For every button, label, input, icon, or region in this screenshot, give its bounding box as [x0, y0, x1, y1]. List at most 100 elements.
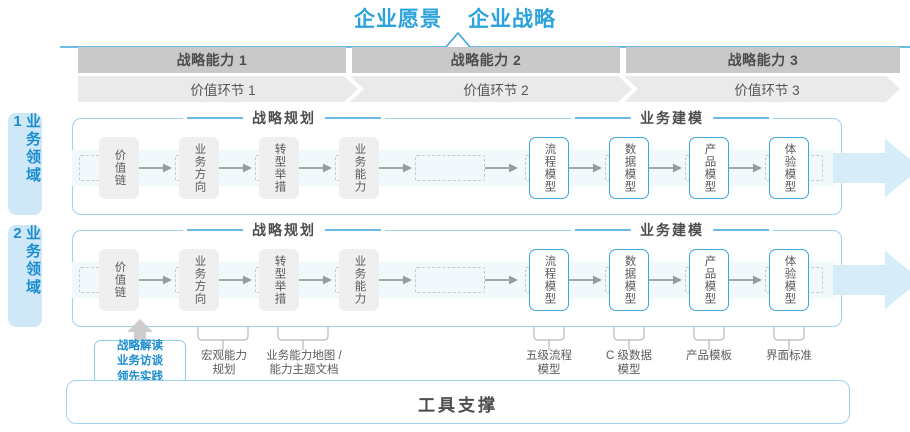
row-2-node-experience-model[interactable]: 体验模型	[769, 249, 809, 311]
tool-brace-group	[197, 327, 805, 350]
row-1-node-label-7: 产品模型	[703, 143, 716, 193]
capability-bar-1: 战略能力 1	[78, 47, 346, 73]
page-title-strategy: 企业战略	[468, 8, 556, 31]
row-1-section-title-planning: 战略规划	[183, 110, 385, 126]
tool-label-text-3: 业务能力地图 / 能力主题文档	[266, 350, 342, 377]
row-1-arrow-3	[299, 163, 332, 173]
business-domain-chip-2: 业务领域 2	[8, 225, 42, 327]
row-2-arrow-1	[139, 275, 172, 285]
value-link-row: 价值环节 1 价值环节 2 价值环节 3	[78, 76, 900, 102]
page-title-vision: 企业愿景	[354, 8, 442, 31]
row-2-node-label-4: 业务能力	[353, 255, 366, 305]
row-2-arrow-6	[569, 275, 602, 285]
row-2-section-title-planning: 战略规划	[183, 222, 385, 238]
capability-label-3: 战略能力 3	[727, 52, 799, 68]
rule-right-icon	[713, 229, 769, 231]
row-2-node-label-7: 产品模型	[703, 255, 716, 305]
tool-support-container	[66, 380, 850, 424]
value-link-label-1: 价值环节 1	[190, 83, 256, 98]
business-domain-chip-1: 业务领域 1	[8, 113, 42, 215]
row-1-node-business-capability[interactable]: 业务能力	[339, 137, 379, 199]
row-2-node-label-6: 数据模型	[623, 255, 636, 305]
row-2-arrow-7	[649, 275, 682, 285]
row-2-flow-arrow	[833, 251, 910, 309]
value-link-bar-3: 价值环节 3	[624, 76, 900, 102]
row-1-dash-slot-5	[415, 155, 485, 181]
tool-label-capability-map: 业务能力地图 / 能力主题文档	[252, 349, 356, 378]
business-domain-label-2: 业务领域 2	[9, 225, 41, 297]
tool-label-text-2: 宏观能力 规划	[201, 350, 247, 377]
row-2-node-label-3: 转型举措	[273, 255, 286, 305]
tool-label-text-4: 五级流程 模型	[526, 350, 572, 377]
tool-label-macro-capability: 宏观能力 规划	[188, 349, 260, 378]
rule-left-icon	[575, 117, 631, 119]
row-1-node-label-5: 流程模型	[543, 143, 556, 193]
row-1-node-transformation-initiative[interactable]: 转型举措	[259, 137, 299, 199]
row-1-node-label-6: 数据模型	[623, 143, 636, 193]
row-2-node-label-2: 业务方向	[193, 255, 206, 305]
row-1-node-label-3: 转型举措	[273, 143, 286, 193]
row-2-arrow-3	[299, 275, 332, 285]
row-1-arrow-5	[485, 163, 518, 173]
rule-left-icon	[187, 229, 243, 231]
row-2-node-label-8: 体验模型	[783, 255, 796, 305]
value-link-label-2: 价值环节 2	[463, 83, 529, 98]
row-1-arrow-6	[569, 163, 602, 173]
row-1-arrow-8	[729, 163, 762, 173]
capability-bar-3: 战略能力 3	[626, 47, 900, 73]
row-1-node-label-8: 体验模型	[783, 143, 796, 193]
row-1-node-business-direction[interactable]: 业务方向	[179, 137, 219, 199]
capability-label-2: 战略能力 2	[450, 52, 522, 68]
tool-support-label: 工具支撑	[418, 396, 498, 415]
row-1-arrow-1	[139, 163, 172, 173]
row-2-arrow-5	[485, 275, 518, 285]
row-1-node-product-model[interactable]: 产品模型	[689, 137, 729, 199]
row-2-node-label-1: 价值链	[113, 261, 126, 299]
row-2-node-value-chain[interactable]: 价值链	[99, 249, 139, 311]
tool-up-arrow-icon	[127, 319, 153, 343]
row-1-arrow-2	[219, 163, 252, 173]
row-2-node-product-model[interactable]: 产品模型	[689, 249, 729, 311]
rule-right-icon	[713, 117, 769, 119]
tool-label-text-7: 界面标准	[766, 350, 812, 362]
row-2-node-data-model[interactable]: 数据模型	[609, 249, 649, 311]
tool-label-strategy-interpretation[interactable]: 战略解读 业务访谈 领先实践	[94, 340, 186, 384]
rule-right-icon	[325, 117, 381, 119]
strategic-capability-row: 战略能力 1 战略能力 2 战略能力 3	[78, 47, 900, 73]
row-1-node-label-4: 业务能力	[353, 143, 366, 193]
rule-right-icon	[325, 229, 381, 231]
row-1-section-title-modeling: 业务建模	[571, 110, 773, 126]
value-link-bar-2: 价值环节 2	[350, 76, 632, 102]
capability-bar-2: 战略能力 2	[352, 47, 620, 73]
rule-left-icon	[575, 229, 631, 231]
row-1-node-label-1: 价值链	[113, 149, 126, 187]
row-2-node-process-model[interactable]: 流程模型	[529, 249, 569, 311]
row-1-arrow-7	[649, 163, 682, 173]
tool-label-text-5: C 级数据 模型	[606, 350, 652, 377]
row-2-node-transformation-initiative[interactable]: 转型举措	[259, 249, 299, 311]
domain-row-1: 价值链 业务方向 转型举措 业务能力 流程模型 数据模型 产品模型 体验模型	[72, 118, 910, 215]
row-1-arrow-4	[379, 163, 412, 173]
tool-label-text-1: 战略解读 业务访谈 领先实践	[117, 340, 163, 383]
row-1-node-experience-model[interactable]: 体验模型	[769, 137, 809, 199]
row-2-arrow-8	[729, 275, 762, 285]
row-2-node-business-direction[interactable]: 业务方向	[179, 249, 219, 311]
row-1-node-process-model[interactable]: 流程模型	[529, 137, 569, 199]
rule-left-icon	[187, 117, 243, 119]
business-domain-label-1: 业务领域 1	[9, 113, 41, 185]
row-1-node-value-chain[interactable]: 价值链	[99, 137, 139, 199]
row-2-dash-slot-5	[415, 267, 485, 293]
row-1-node-label-2: 业务方向	[193, 143, 206, 193]
capability-label-1: 战略能力 1	[176, 52, 248, 68]
row-1-node-data-model[interactable]: 数据模型	[609, 137, 649, 199]
row-2-node-label-5: 流程模型	[543, 255, 556, 305]
row-2-section-title-modeling: 业务建模	[571, 222, 773, 238]
value-link-bar-1: 价值环节 1	[78, 76, 358, 102]
row-2-node-business-capability[interactable]: 业务能力	[339, 249, 379, 311]
tool-label-text-6: 产品模板	[686, 350, 732, 362]
tool-label-five-level-process: 五级流程 模型	[513, 349, 585, 378]
row-2-arrow-2	[219, 275, 252, 285]
row-2-arrow-4	[379, 275, 412, 285]
domain-row-2: 价值链 业务方向 转型举措 业务能力 流程模型 数据模型 产品模型 体验模型	[72, 230, 910, 327]
